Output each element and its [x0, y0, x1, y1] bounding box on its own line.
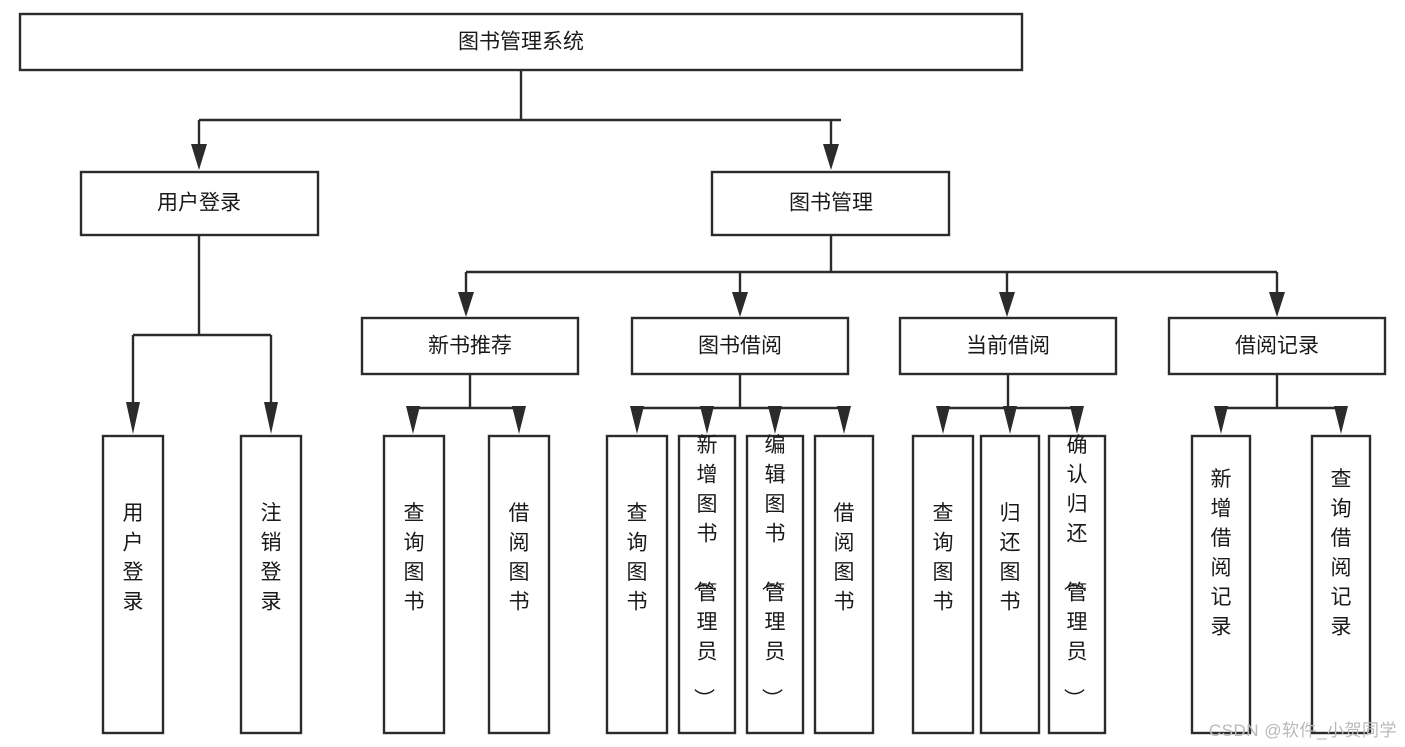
- node-book-borrow-box: [630, 316, 850, 376]
- node-leaf-borrow-book-2-label: 借阅图书: [834, 502, 855, 614]
- arrow-head-leaf-8: [936, 406, 950, 434]
- node-leaf-query-book-2-box: [605, 434, 669, 735]
- node-root-label: 图书管理系统: [458, 31, 584, 54]
- node-borrow-record-box: [1167, 316, 1387, 376]
- node-current-borrow-box: [898, 316, 1118, 376]
- arrow-head-leaf-3: [512, 406, 526, 434]
- node-leaf-logout-box: [239, 434, 303, 735]
- arrow-head-leaf-1: [264, 402, 278, 434]
- node-book-management-label: 图书管理: [789, 192, 873, 215]
- arrow-head-l2-3: [1269, 292, 1285, 317]
- node-leaf-user-login-label: 用户登录: [123, 502, 144, 614]
- node-leaf-add-book-admin-box: [677, 434, 737, 735]
- arrow-head-leaf-7: [837, 406, 851, 434]
- node-leaf-query-borrow-record-box: [1310, 434, 1372, 735]
- node-user-login[interactable]: 用户登录: [79, 170, 320, 237]
- node-borrow-record[interactable]: 借阅记录: [1167, 316, 1387, 376]
- node-leaf-query-book-3-label: 查询图书: [933, 502, 954, 614]
- node-user-login-label: 用户登录: [157, 192, 241, 215]
- node-leaf-user-login-box: [101, 434, 165, 735]
- node-leaf-query-borrow-record[interactable]: 查询借阅记录: [1310, 434, 1372, 735]
- arrow-head-leaf-12: [1334, 406, 1348, 434]
- arrow-head-leaf-5: [700, 406, 714, 434]
- node-leaf-query-book-1[interactable]: 查询图书: [382, 434, 446, 735]
- node-root-box: [18, 12, 1024, 72]
- node-leaf-query-book-2[interactable]: 查询图书: [605, 434, 669, 735]
- node-leaf-logout-label: 注销登录: [261, 502, 282, 614]
- node-leaf-confirm-return-admin-box: [1047, 434, 1107, 735]
- node-leaf-add-book-admin-label: 新增图书（管理员）: [692, 434, 718, 709]
- arrow-head-l2-2: [999, 292, 1015, 317]
- node-leaf-query-book-1-label: 查询图书: [404, 502, 425, 614]
- node-leaf-query-book-1-box: [382, 434, 446, 735]
- node-leaf-borrow-book-1-box: [487, 434, 551, 735]
- node-leaf-add-book-admin[interactable]: 新增图书（管理员）: [677, 434, 737, 735]
- csdn-watermark: CSDN @软件_小贺同学: [1208, 721, 1397, 740]
- node-leaf-query-book-3-box: [911, 434, 975, 735]
- node-leaf-user-login[interactable]: 用户登录: [101, 434, 165, 735]
- node-leaf-query-book-3[interactable]: 查询图书: [911, 434, 975, 735]
- arrow-head-leaf-6: [768, 406, 782, 434]
- node-leaf-add-borrow-record[interactable]: 新增借阅记录: [1190, 434, 1252, 735]
- arrow-head-l1-0: [191, 144, 207, 170]
- node-current-borrow-label: 当前借阅: [966, 335, 1050, 358]
- node-book-management-box: [710, 170, 951, 237]
- node-leaf-borrow-book-2[interactable]: 借阅图书: [813, 434, 875, 735]
- node-new-book-recommend[interactable]: 新书推荐: [360, 316, 580, 376]
- node-leaf-query-borrow-record-label: 查询借阅记录: [1331, 468, 1352, 639]
- connector-layer: [126, 70, 1348, 434]
- arrow-head-l1-1: [823, 144, 839, 170]
- node-leaf-edit-book-admin[interactable]: 编辑图书（管理员）: [745, 434, 805, 735]
- node-book-management[interactable]: 图书管理: [710, 170, 951, 237]
- node-borrow-record-label: 借阅记录: [1235, 335, 1319, 358]
- arrow-head-leaf-10: [1070, 406, 1084, 434]
- arrow-head-l2-0: [458, 292, 474, 317]
- node-new-book-recommend-box: [360, 316, 580, 376]
- node-leaf-confirm-return-admin[interactable]: 确认归还（管理员）: [1047, 434, 1107, 735]
- node-leaf-add-borrow-record-box: [1190, 434, 1252, 735]
- arrow-head-leaf-11: [1214, 406, 1228, 434]
- node-leaf-borrow-book-1[interactable]: 借阅图书: [487, 434, 551, 735]
- arrow-head-l2-1: [732, 292, 748, 317]
- node-leaf-edit-book-admin-box: [745, 434, 805, 735]
- node-leaf-logout[interactable]: 注销登录: [239, 434, 303, 735]
- node-leaf-add-borrow-record-label: 新增借阅记录: [1211, 468, 1232, 639]
- node-book-borrow[interactable]: 图书借阅: [630, 316, 850, 376]
- arrow-head-leaf-0: [126, 402, 140, 434]
- node-current-borrow[interactable]: 当前借阅: [898, 316, 1118, 376]
- node-new-book-recommend-label: 新书推荐: [428, 335, 512, 358]
- node-user-login-box: [79, 170, 320, 237]
- arrow-head-leaf-4: [630, 406, 644, 434]
- node-book-borrow-label: 图书借阅: [698, 335, 782, 358]
- node-leaf-confirm-return-admin-label: 确认归还（管理员）: [1062, 434, 1088, 709]
- arrow-head-leaf-2: [406, 406, 420, 434]
- node-root[interactable]: 图书管理系统: [18, 12, 1024, 72]
- node-leaf-query-book-2-label: 查询图书: [627, 502, 648, 614]
- arrow-head-leaf-9: [1003, 406, 1017, 434]
- node-leaf-return-book-box: [979, 434, 1041, 735]
- node-leaf-return-book-label: 归还图书: [1000, 502, 1021, 614]
- node-leaf-borrow-book-1-label: 借阅图书: [509, 502, 530, 614]
- node-leaf-return-book[interactable]: 归还图书: [979, 434, 1041, 735]
- node-leaf-borrow-book-2-box: [813, 434, 875, 735]
- node-leaf-edit-book-admin-label: 编辑图书（管理员）: [760, 434, 786, 709]
